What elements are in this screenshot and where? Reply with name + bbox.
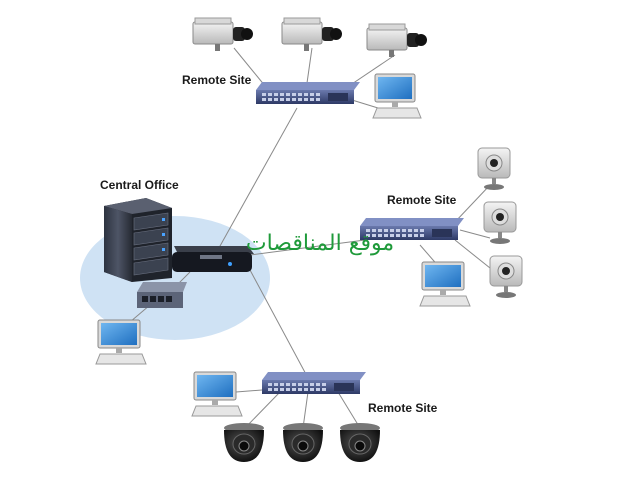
label-remote-site-bottom: Remote Site bbox=[368, 401, 438, 415]
router-icon bbox=[172, 246, 254, 272]
link-right-cam3 bbox=[454, 239, 496, 273]
desktop-computer-icon bbox=[372, 73, 422, 119]
cube-camera-icon bbox=[489, 255, 523, 298]
desktop-computer-icon bbox=[419, 261, 471, 307]
cube-camera-icon bbox=[477, 147, 511, 190]
link-bottom-cam3 bbox=[337, 391, 361, 429]
dome-camera-icon bbox=[283, 423, 323, 462]
link-router-bottom-switch bbox=[249, 269, 309, 379]
cube-camera-icon bbox=[483, 201, 517, 244]
link-bottom-cam2 bbox=[302, 391, 309, 429]
dome-camera-icon bbox=[224, 423, 264, 462]
link-right-cam1 bbox=[454, 184, 491, 223]
network-switch-icon bbox=[360, 218, 464, 240]
watermark-text: موقع المناقصات bbox=[246, 231, 394, 256]
link-right-cam2 bbox=[459, 229, 491, 239]
desktop-computer-icon bbox=[95, 319, 147, 365]
network-switch-icon bbox=[137, 282, 187, 308]
link-router-top-switch bbox=[214, 107, 298, 256]
link-bottom-pc bbox=[235, 389, 263, 393]
ip-camera-icon bbox=[192, 17, 253, 51]
desktop-computer-icon bbox=[191, 371, 243, 417]
network-switch-icon bbox=[256, 82, 360, 104]
server-tower-icon bbox=[104, 198, 172, 282]
label-central-office: Central Office bbox=[100, 178, 179, 192]
label-remote-site-top: Remote Site bbox=[182, 73, 252, 87]
link-router-right-switch bbox=[249, 239, 366, 256]
ip-camera-icon bbox=[366, 23, 427, 57]
network-switch-icon bbox=[262, 372, 366, 394]
label-remote-site-right: Remote Site bbox=[387, 193, 457, 207]
ip-camera-icon bbox=[281, 17, 342, 51]
link-bottom-cam1 bbox=[244, 391, 281, 429]
link-top-pc bbox=[351, 99, 379, 109]
dome-camera-icon bbox=[340, 423, 380, 462]
